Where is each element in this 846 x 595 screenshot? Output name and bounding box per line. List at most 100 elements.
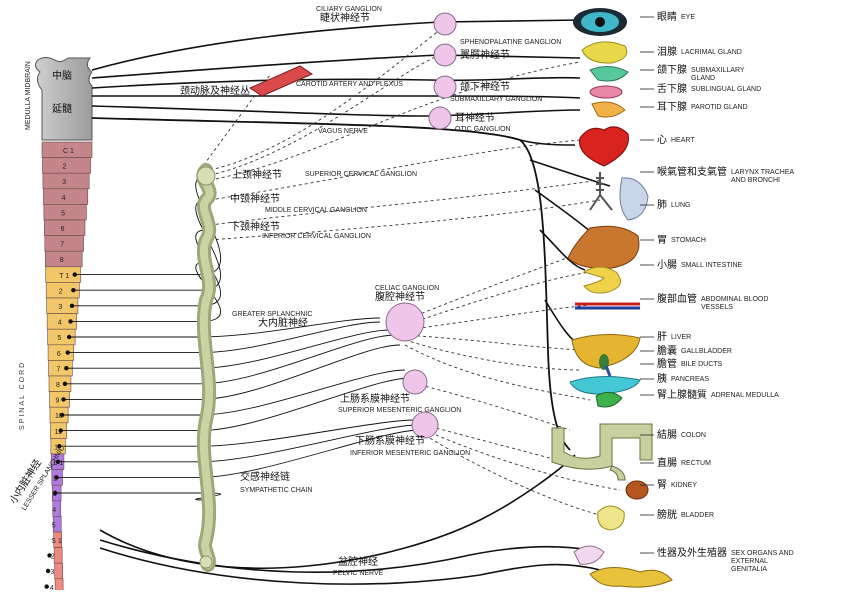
midbrain-cn-label: 中脑 [52, 69, 72, 82]
inferior-cervical-cn: 下颈神经节 [230, 220, 280, 233]
thoracic-segment-label: 3 [58, 304, 62, 311]
organ-label-lacrimal-gland: 泪腺LACRIMAL GLAND [640, 45, 742, 58]
organ-en: SUBMAXILLARY [691, 67, 745, 74]
outflow-fiber [55, 493, 221, 500]
cervical-segment-label: 8 [60, 257, 64, 264]
thoracic-segment-label: T 1 [59, 273, 69, 280]
outflow-fiber [69, 318, 380, 337]
nerve-lines [92, 20, 610, 584]
organ-label-submaxillary-gland: 颌下腺SUBMAXILLARYGLAND [640, 63, 745, 82]
lumbar-segment-label: 5 [52, 522, 56, 529]
ganglia [250, 13, 456, 438]
organ-cn: 腎上腺髓質 [657, 388, 707, 401]
organ-en: SUBLINGUAL GLAND [691, 86, 761, 93]
carotid-en: CAROTID ARTERY AND PLEXUS [296, 81, 403, 88]
abdominal-blood-vessels-shape [575, 304, 640, 308]
lumbar-segment-label: 4 [52, 507, 56, 514]
organ-cn: 心 [657, 134, 667, 146]
cervical-segment-label: 5 [61, 210, 65, 217]
inferior-cervical-en: INFERIOR CERVICAL GANGLION [262, 233, 371, 240]
submaxillary-en: SUBMAXILLARY GANGLION [450, 96, 542, 103]
larynx-trachea-shape [590, 172, 612, 210]
organ-label-heart: 心HEART [640, 134, 695, 146]
superior-cervical-en: SUPERIOR CERVICAL GANGLION [305, 171, 417, 178]
cord-segments: C 12345678T 123456789101112L 12345S 1234… [42, 142, 92, 590]
sacral-root-dot [46, 569, 50, 573]
inferior-mesenteric-en: INFERIOR MESENTERIC GANGLION [350, 450, 470, 457]
cervical-segment [42, 158, 90, 174]
organ-label-small-intestine: 小腸SMALL INTESTINE [640, 259, 743, 271]
sacral-segment [55, 579, 63, 590]
outflow-fiber [65, 335, 395, 384]
cervical-segment-label: 2 [63, 164, 67, 171]
sympathetic-chain-cn: 交感神经链 [240, 470, 290, 483]
sacral-segment [55, 563, 63, 579]
small-intestine-shape [584, 267, 621, 293]
organ-en: BILE DUCTS [681, 361, 723, 368]
lung-shape [620, 178, 648, 220]
organ-en: BLADDER [681, 512, 714, 519]
organ-cn: 颌下腺 [657, 63, 687, 76]
organ-en: LARYNX TRACHEA [731, 169, 794, 176]
cervical-segment [44, 204, 87, 220]
submaxillary-ganglion [434, 76, 456, 98]
organ-en: SEX ORGANS AND [731, 550, 794, 557]
rectum-shape [610, 466, 625, 480]
celiac-en: CELIAC GANGLION [375, 285, 439, 292]
cervical-segment-label: 3 [62, 179, 66, 186]
organ-cn: 舌下腺 [657, 82, 687, 95]
sympathetic-chain [197, 167, 215, 568]
thoracic-segment-label: 8 [56, 382, 60, 389]
parotid-gland-shape [592, 102, 625, 117]
organ-en: ADRENAL MEDULLA [711, 392, 779, 399]
pelvic-en: PELVIC NERVE [333, 570, 384, 577]
organ-cn: 直腸 [657, 456, 677, 469]
greater-splanchnic-en: GREATER SPLANCHNIC [232, 311, 312, 318]
thoracic-segment-label: 5 [57, 335, 61, 342]
stomach-shape [568, 226, 639, 268]
cervical-segment [45, 236, 84, 252]
vagus-en: VAGUS NERVE [318, 128, 368, 135]
ciliary-cn: 睫状神经节 [320, 11, 370, 24]
organ-en: KIDNEY [671, 482, 697, 489]
cervical-segment-label: C 1 [63, 148, 74, 155]
sphenopalatine-cn: 翼腭神经节 [460, 48, 510, 61]
medulla-midbrain-label: MEDULLA MIDBRAIN [25, 61, 32, 130]
organ-cn: 喉氣管和支氣管 [657, 165, 727, 178]
organ-en: STOMACH [671, 237, 706, 244]
sacral-segment-label: 3 [50, 569, 54, 576]
organ-cn: 性器及外生殖器 [657, 546, 727, 559]
middle-cervical-en: MIDDLE CERVICAL GANGLION [265, 207, 367, 214]
sacral-segment [54, 548, 62, 564]
organ-en: GALLBLADDER [681, 348, 732, 355]
sphenopalatine-ganglion [434, 44, 456, 66]
cervical-segment [43, 173, 89, 189]
thoracic-segment-label: 7 [56, 366, 60, 373]
adrenal-medulla-shape [596, 392, 622, 407]
ciliary-ganglion [434, 13, 456, 35]
sphenopalatine-en: SPHENOPALATINE GANGLION [460, 39, 561, 46]
cervical-segment [43, 189, 87, 205]
otic-cn: 耳神经节 [455, 111, 495, 124]
cervical-segment [44, 220, 85, 236]
cervical-segment-label: 4 [62, 195, 66, 202]
organ-en: VESSELS [701, 304, 733, 311]
superior-mesenteric-en: SUPERIOR MESENTERIC GANGLION [338, 407, 461, 414]
celiac-cn: 腹腔神经节 [375, 290, 425, 303]
organ-shapes [552, 8, 672, 587]
organ-label-parotid-gland: 耳下腺PAROTID GLAND [640, 100, 748, 113]
thoracic-segment-label: 9 [56, 398, 60, 405]
organ-cn: 結腸 [657, 428, 677, 441]
organ-en: SMALL INTESTINE [681, 262, 743, 269]
otic-ganglion [429, 107, 451, 129]
greater-splanchnic-cn: 大内脏神经 [258, 316, 308, 329]
